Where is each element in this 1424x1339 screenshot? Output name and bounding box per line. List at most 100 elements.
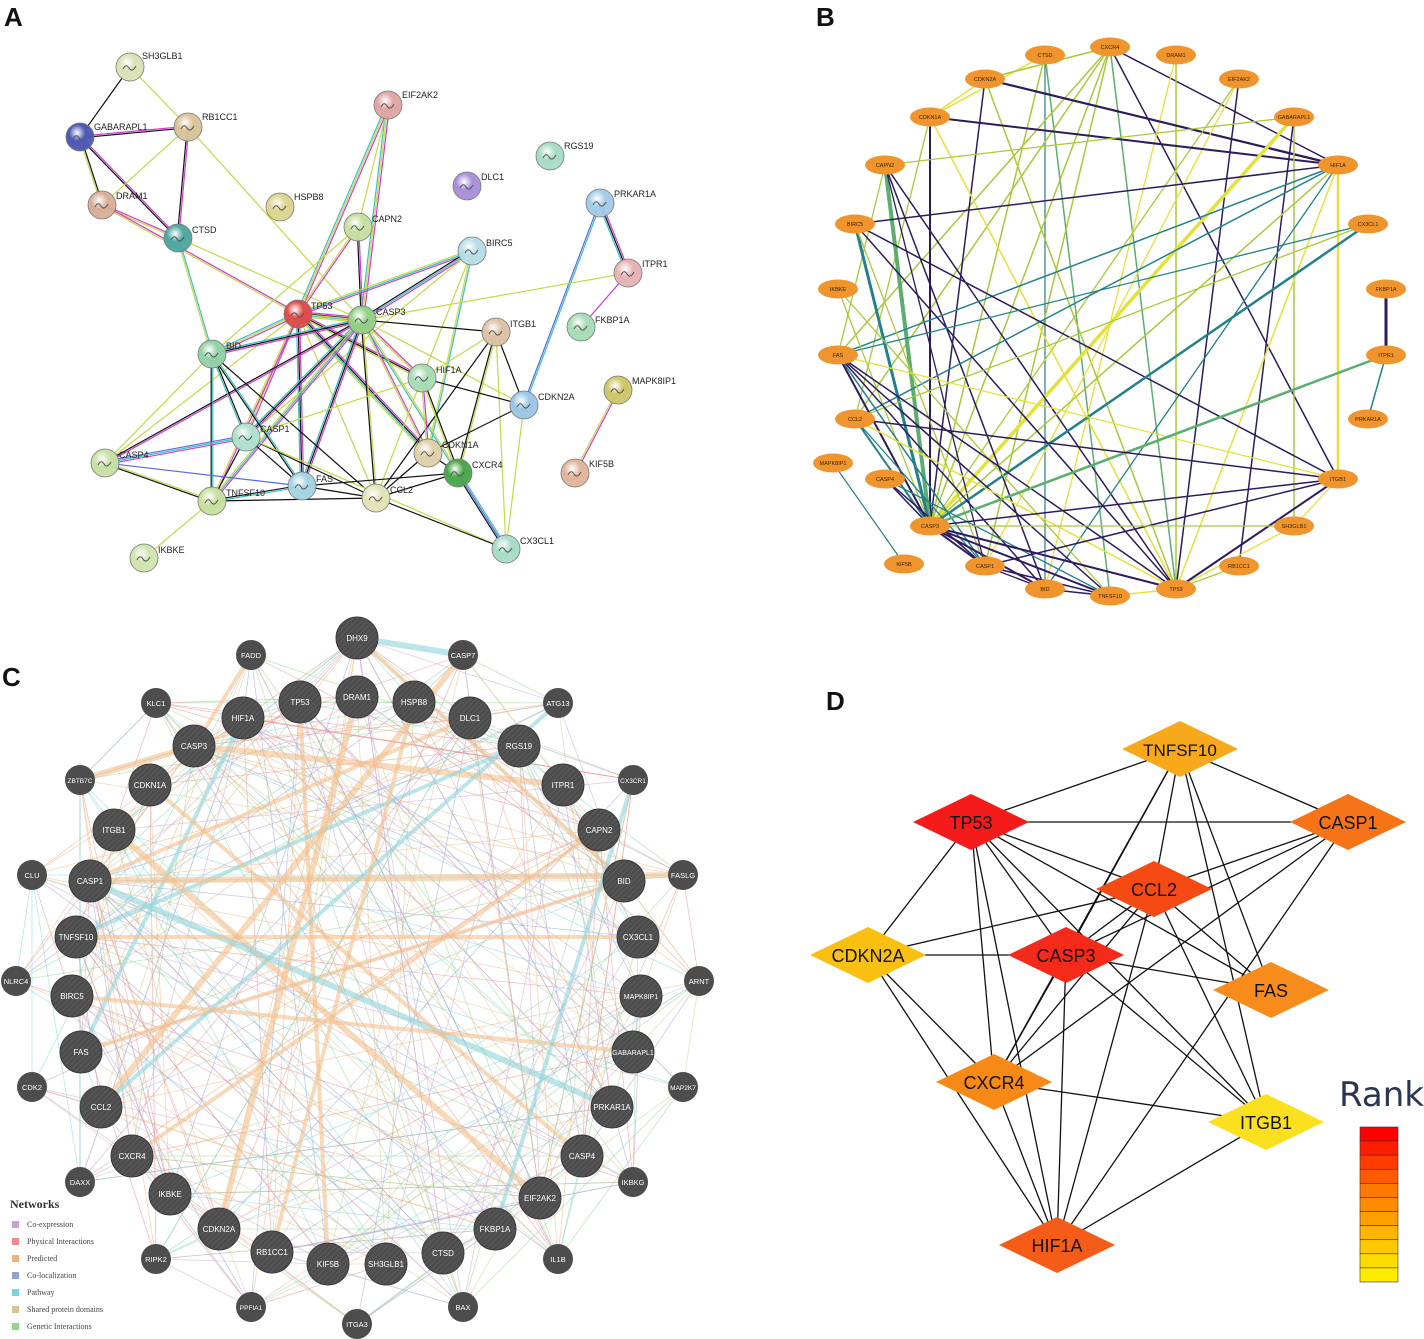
node-gabarapl1[interactable]: GABARAPL1 (65, 122, 148, 152)
node-mapk8ip1[interactable]: MAPK8IP1 (813, 453, 853, 473)
node-birc5[interactable]: BIRC5 (835, 214, 875, 234)
node-dram1[interactable]: DRAM1 (87, 190, 148, 220)
node-cdkn2a[interactable]: CDKN2A (509, 390, 575, 420)
node-tp53[interactable]: TP53 (913, 794, 1029, 850)
node-dhx9[interactable]: DHX9 (335, 616, 379, 660)
node-casp3[interactable]: CASP3 (172, 724, 216, 768)
node-eif2ak2[interactable]: EIF2AK2 (373, 90, 438, 120)
node-dram1[interactable]: DRAM1 (1156, 45, 1196, 65)
node-cxcr4[interactable]: CXCR4 (110, 1134, 154, 1178)
node-fas[interactable]: FAS (59, 1030, 103, 1074)
node-hif1a[interactable]: HIF1A (1318, 155, 1358, 175)
node-kif5b[interactable]: KIF5B (884, 554, 924, 574)
node-birc5[interactable]: BIRC5 (457, 236, 513, 266)
node-ikbkg[interactable]: IKBKG (618, 1167, 648, 1197)
node-cdkn2a[interactable]: CDKN2A (965, 69, 1005, 89)
node-sh3glb1[interactable]: SH3GLB1 (364, 1242, 408, 1286)
node-rgs19[interactable]: RGS19 (535, 141, 594, 171)
node-capn2[interactable]: CAPN2 (577, 808, 621, 852)
node-sh3glb1[interactable]: SH3GLB1 (115, 51, 183, 82)
node-cx3cr1[interactable]: CX3CR1 (618, 765, 648, 795)
node-bid[interactable]: BID (197, 339, 242, 369)
node-cdkn1a[interactable]: CDKN1A (413, 438, 479, 468)
node-cx3cl1[interactable]: CX3CL1 (1348, 214, 1388, 234)
node-ikbke[interactable]: IKBKE (818, 279, 858, 299)
node-casp4[interactable]: CASP4 (90, 448, 149, 478)
node-tnfsf10[interactable]: TNFSF10 (197, 486, 265, 516)
node-casp1[interactable]: CASP1 (231, 422, 290, 452)
node-ripk2[interactable]: RIPK2 (141, 1244, 171, 1274)
node-ppfia1[interactable]: PPFIA1 (236, 1292, 266, 1322)
node-hspb8[interactable]: HSPB8 (392, 680, 436, 724)
node-faslg[interactable]: FASLG (668, 860, 698, 890)
node-gabarapl1[interactable]: GABARAPL1 (611, 1030, 655, 1074)
node-cx3cl1[interactable]: CX3CL1 (616, 915, 660, 959)
node-fas[interactable]: FAS (287, 471, 333, 501)
node-clu[interactable]: CLU (17, 860, 47, 890)
node-rb1cc1[interactable]: RB1CC1 (1219, 556, 1259, 576)
node-bid[interactable]: BID (1025, 579, 1065, 599)
node-itgb1[interactable]: ITGB1 (1208, 1094, 1324, 1150)
node-tp53[interactable]: TP53 (1156, 579, 1196, 599)
node-ccl2[interactable]: CCL2 (835, 409, 875, 429)
node-tnfsf10[interactable]: TNFSF10 (54, 915, 98, 959)
node-itpr1[interactable]: ITPR1 (1366, 345, 1406, 365)
node-rb1cc1[interactable]: RB1CC1 (250, 1230, 294, 1274)
node-hspb8[interactable]: HSPB8 (265, 192, 324, 222)
node-cx3cl1[interactable]: CX3CL1 (491, 534, 554, 564)
node-ctsd[interactable]: CTSD (421, 1231, 465, 1275)
node-eif2ak2[interactable]: EIF2AK2 (1219, 69, 1259, 89)
node-hif1a[interactable]: HIF1A (221, 696, 265, 740)
node-dram1[interactable]: DRAM1 (335, 675, 379, 719)
node-tnfsf10[interactable]: TNFSF10 (1090, 586, 1130, 606)
node-kif5b[interactable]: KIF5B (560, 458, 614, 488)
node-dlc1[interactable]: DLC1 (448, 696, 492, 740)
node-fas[interactable]: FAS (1213, 962, 1329, 1018)
node-hif1a[interactable]: HIF1A (407, 363, 462, 393)
node-gabarapl1[interactable]: GABARAPL1 (1274, 107, 1314, 127)
node-itgb1[interactable]: ITGB1 (1318, 469, 1358, 489)
node-ccl2[interactable]: CCL2 (79, 1085, 123, 1129)
node-casp4[interactable]: CASP4 (560, 1134, 604, 1178)
node-cdkn2a[interactable]: CDKN2A (197, 1207, 241, 1251)
node-ikbke[interactable]: IKBKE (148, 1172, 192, 1216)
node-prkar1a[interactable]: PRKAR1A (590, 1085, 634, 1129)
node-itpr1[interactable]: ITPR1 (541, 763, 585, 807)
node-capn2[interactable]: CAPN2 (865, 155, 905, 175)
node-cxcr4[interactable]: CXCR4 (936, 1054, 1052, 1110)
node-itga3[interactable]: ITGA3 (342, 1309, 372, 1339)
node-tp53[interactable]: TP53 (283, 299, 333, 329)
node-fkbp1a[interactable]: FKBP1A (473, 1207, 517, 1251)
node-cdkn2a[interactable]: CDKN2A (810, 927, 926, 983)
node-arnt[interactable]: ARNT (684, 966, 714, 996)
node-capn2[interactable]: CAPN2 (343, 212, 402, 242)
node-itpr1[interactable]: ITPR1 (613, 258, 668, 288)
node-cdk2[interactable]: CDK2 (17, 1072, 47, 1102)
node-cdkn1a[interactable]: CDKN1A (128, 763, 172, 807)
node-itgb1[interactable]: ITGB1 (92, 808, 136, 852)
node-casp3[interactable]: CASP3 (347, 305, 406, 335)
node-prkar1a[interactable]: PRKAR1A (585, 188, 656, 218)
node-dlc1[interactable]: DLC1 (452, 171, 504, 201)
node-bax[interactable]: BAX (448, 1292, 478, 1322)
node-casp1[interactable]: CASP1 (1290, 794, 1406, 850)
node-daxx[interactable]: DAXX (65, 1167, 95, 1197)
node-casp4[interactable]: CASP4 (865, 469, 905, 489)
node-casp1[interactable]: CASP1 (965, 556, 1005, 576)
node-cdkn1a[interactable]: CDKN1A (910, 107, 950, 127)
node-birc5[interactable]: BIRC5 (50, 974, 94, 1018)
node-bid[interactable]: BID (602, 859, 646, 903)
node-il1b[interactable]: IL1B (543, 1244, 573, 1274)
node-fkbp1a[interactable]: FKBP1A (566, 312, 630, 342)
node-fkbp1a[interactable]: FKBP1A (1366, 279, 1406, 299)
node-prkar1a[interactable]: PRKAR1A (1348, 409, 1388, 429)
node-ccl2[interactable]: CCL2 (1096, 861, 1212, 917)
node-fadd[interactable]: FADD (236, 640, 266, 670)
node-ikbke[interactable]: IKBKE (129, 543, 185, 573)
node-eif2ak2[interactable]: EIF2AK2 (518, 1176, 562, 1220)
node-mapk8ip1[interactable]: MAPK8IP1 (619, 974, 663, 1018)
node-casp3[interactable]: CASP3 (910, 516, 950, 536)
node-fas[interactable]: FAS (818, 345, 858, 365)
node-casp3[interactable]: CASP3 (1008, 927, 1124, 983)
node-cxcr4[interactable]: CXCR4 (1090, 37, 1130, 57)
